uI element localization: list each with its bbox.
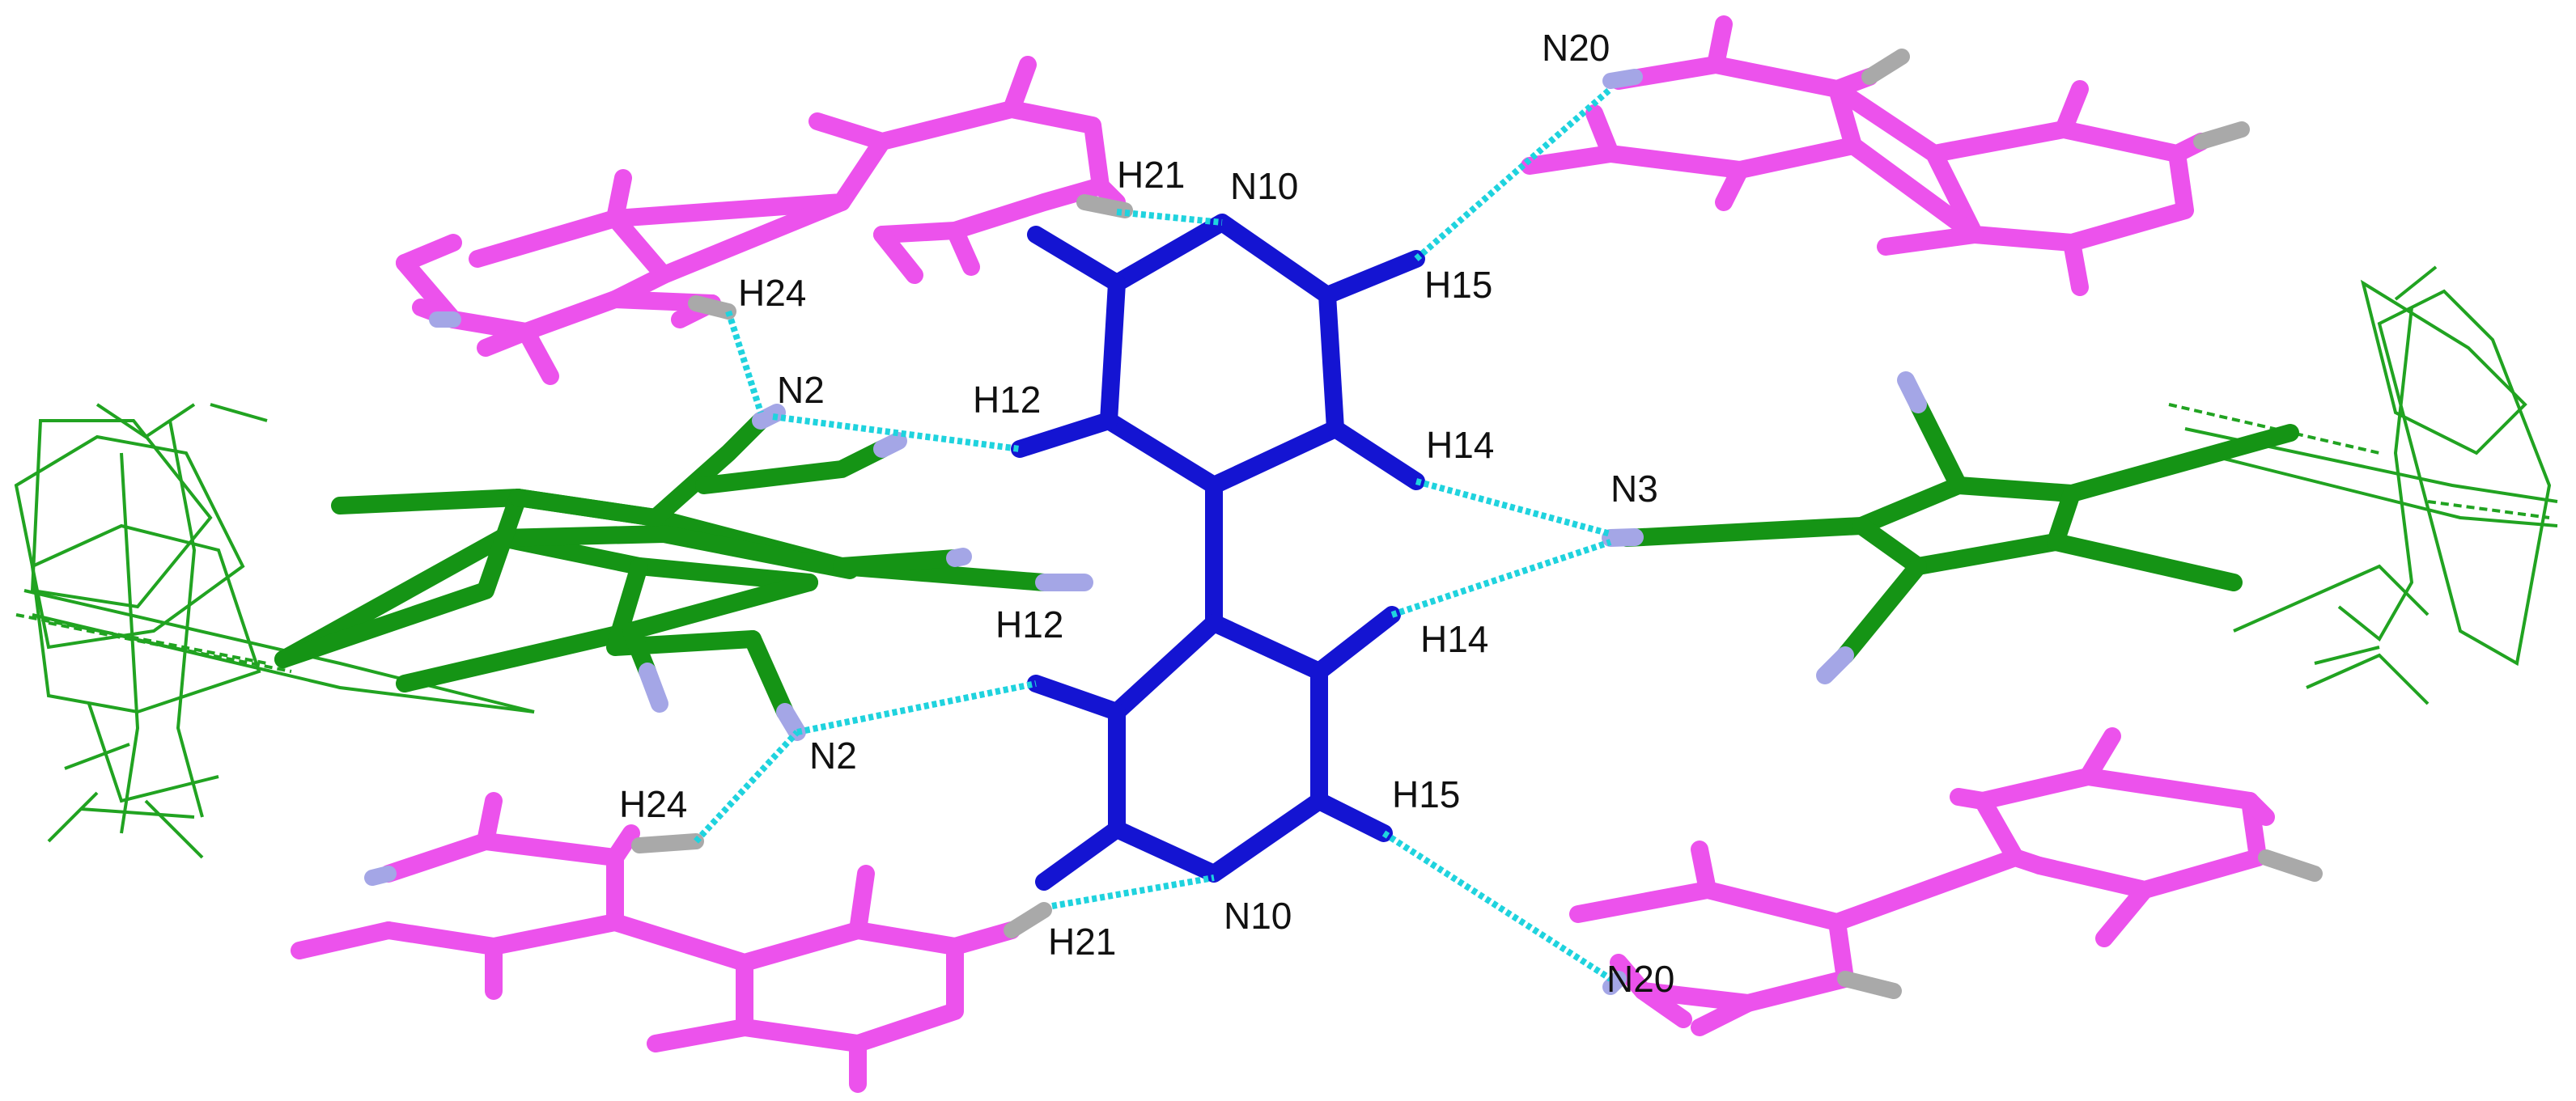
pink-molecule-top-left <box>396 56 1133 385</box>
label-h15-top: H15 <box>1424 264 1492 306</box>
label-h15-bottom: H15 <box>1392 773 1460 815</box>
right-green-molecule <box>1602 371 2299 684</box>
right-wireframe-molecule <box>2168 265 2558 705</box>
left-wireframe-molecule <box>14 403 535 859</box>
label-h24-bottom: H24 <box>619 783 687 825</box>
label-h14-top: H14 <box>1426 424 1494 466</box>
label-h12-top: H12 <box>973 379 1041 421</box>
central-bipyridazine-molecule <box>1011 214 1425 891</box>
hydrogen-bonds <box>694 86 1613 982</box>
label-n2-bottom: N2 <box>809 735 857 777</box>
pink-molecule-bottom-right <box>1569 727 2323 1036</box>
label-h21-top: H21 <box>1117 154 1185 196</box>
pink-molecule-top-right <box>1521 15 2250 296</box>
atom-labels: H21 N10 N20 H15 H24 N2 H12 H14 N3 H14 H1… <box>619 27 1674 1000</box>
label-n20-top: N20 <box>1542 27 1610 69</box>
left-green-molecule <box>274 404 1093 741</box>
label-n10-top: N10 <box>1230 165 1298 207</box>
label-n2-top: N2 <box>777 369 825 411</box>
label-h24-top: H24 <box>738 272 806 314</box>
label-n3: N3 <box>1611 468 1658 510</box>
label-h12-mid: H12 <box>995 603 1063 646</box>
label-n20-bottom: N20 <box>1606 958 1674 1000</box>
label-h14-bottom: H14 <box>1420 618 1488 660</box>
label-n10-bottom: N10 <box>1224 895 1292 937</box>
label-h21-bottom: H21 <box>1048 921 1116 963</box>
pink-molecule-bottom-left <box>291 792 1052 1093</box>
